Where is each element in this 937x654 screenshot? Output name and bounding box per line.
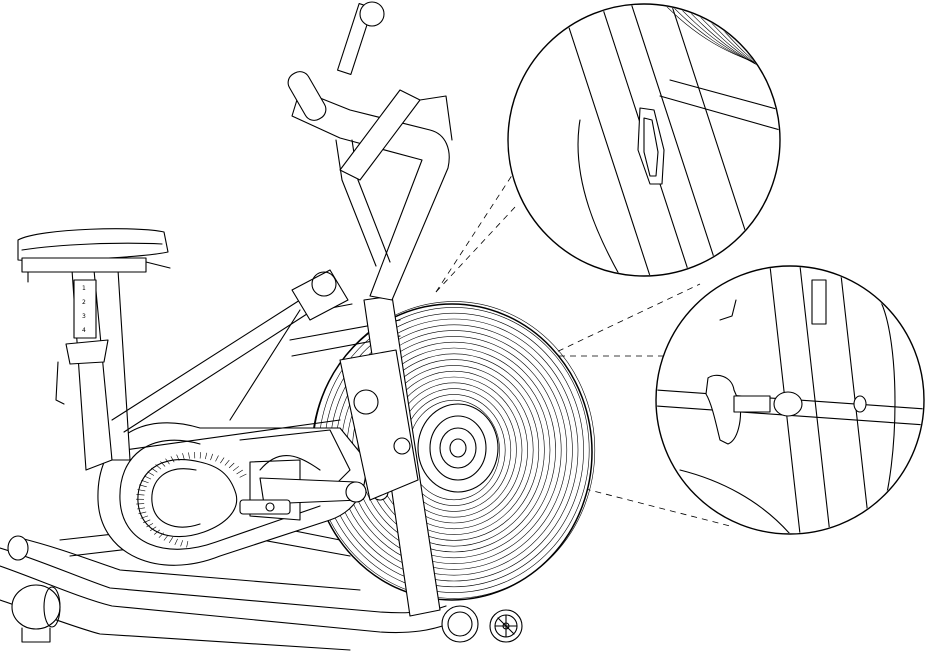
seat-height-marks: 1 2 3 4	[82, 285, 86, 334]
chain-tooth	[236, 469, 243, 475]
chain-tooth	[232, 466, 239, 472]
transport-wheel	[489, 609, 523, 643]
chain-tooth	[228, 462, 235, 469]
seat-assembly: 1 2 3 4	[17, 228, 171, 471]
chain-tooth	[220, 457, 225, 464]
chain-tooth	[143, 519, 151, 524]
chain-tooth	[154, 529, 160, 535]
seat-height-mark: 3	[82, 313, 86, 320]
chain-tooth	[146, 523, 154, 528]
rear-foot-cap	[7, 535, 61, 643]
chain-tooth	[170, 456, 175, 463]
detail-callout-knob	[655, 265, 925, 535]
chain-tooth	[239, 473, 247, 478]
crank-arm	[239, 454, 389, 521]
seat-height-mark: 1	[82, 285, 86, 292]
detail-callout-latch	[507, 3, 781, 277]
chain-tooth	[180, 540, 183, 547]
chain-tooth	[205, 452, 208, 460]
callout-leaders	[435, 119, 731, 527]
chain-tooth	[210, 453, 213, 461]
chain-tooth	[141, 479, 149, 484]
chain-tooth	[160, 461, 166, 467]
chain-tooth	[140, 515, 149, 519]
chain-tooth	[137, 489, 146, 492]
chain-tooth	[186, 541, 189, 548]
chain-tooth	[136, 494, 145, 496]
chain-tooth	[215, 455, 219, 462]
front-upright	[339, 295, 479, 643]
chain-tooth	[188, 452, 190, 459]
chain-tooth	[168, 537, 174, 544]
chain-tooth	[163, 534, 169, 541]
chain-tooth	[138, 511, 147, 515]
moving-handlebar	[287, 1, 453, 301]
chain-tooth	[136, 503, 145, 505]
chain-tooth	[224, 459, 230, 466]
chain-tooth	[158, 532, 165, 538]
chain-tooth	[149, 526, 157, 532]
chain-tooth	[182, 453, 185, 460]
chain-tooth	[176, 454, 180, 461]
chain-tooth	[147, 471, 155, 476]
chain-tooth	[151, 467, 158, 473]
chain-tooth	[137, 507, 145, 510]
chain-tooth	[199, 452, 201, 459]
seat-height-mark: 4	[82, 327, 86, 334]
chain-tooth	[143, 475, 152, 480]
seat-height-mark: 2	[82, 299, 86, 306]
chain-tooth	[174, 538, 178, 546]
chain-tooth	[165, 458, 170, 465]
chain-tooth	[155, 464, 162, 470]
chain-tooth	[139, 484, 147, 488]
